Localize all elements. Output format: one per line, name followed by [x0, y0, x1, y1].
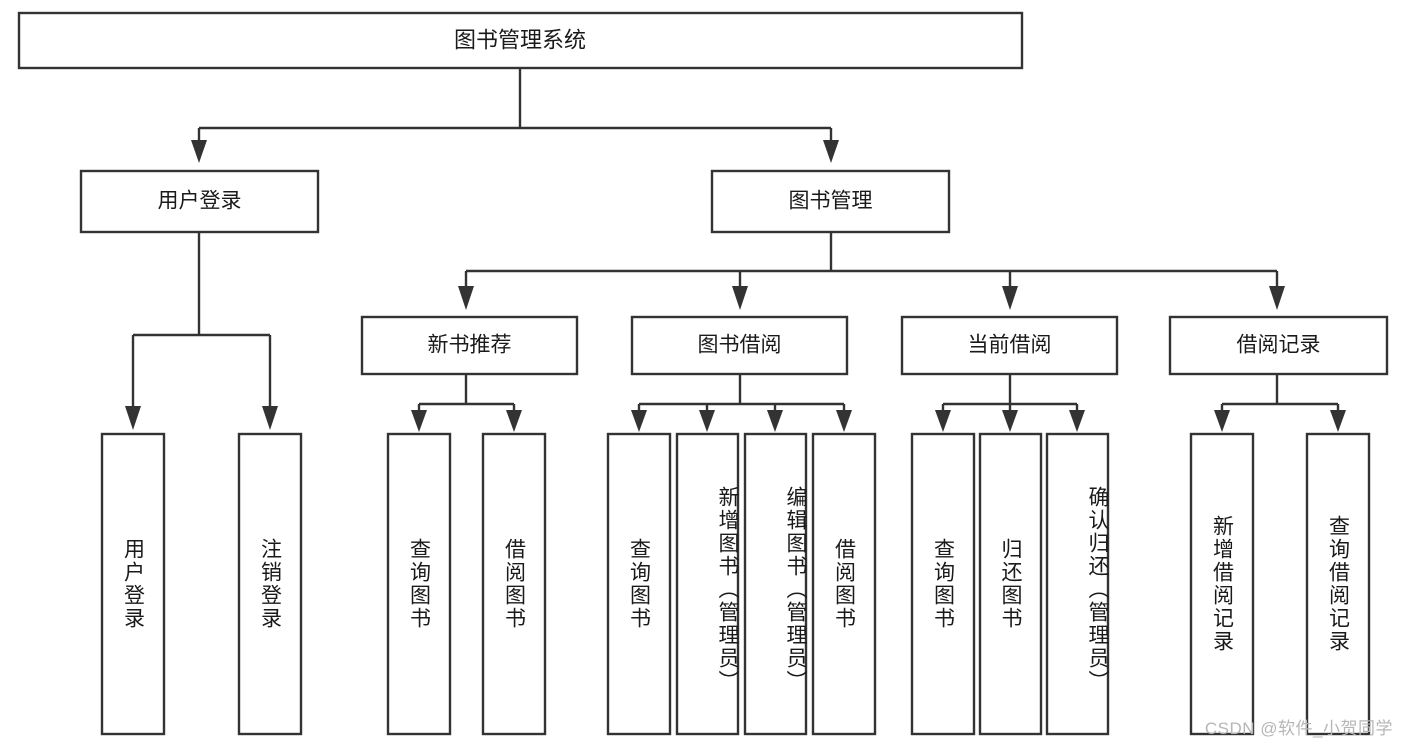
leaf-box-query-book-1[interactable] — [386, 432, 452, 736]
watermark-text: CSDN @软件_小贺同学 — [1204, 719, 1393, 738]
connector-group-root — [191, 68, 839, 163]
node-book-management[interactable]: 图书管理 — [710, 169, 951, 234]
leaf-boxes-book-borrow — [606, 432, 877, 736]
node-book-borrow[interactable]: 图书借阅 — [630, 315, 849, 376]
leaf-boxes-current-borrow — [910, 432, 1110, 736]
node-current-borrow[interactable]: 当前借阅 — [900, 315, 1119, 376]
arrowhead-user-login — [191, 140, 207, 163]
node-new-book-recommend-box[interactable] — [360, 315, 579, 376]
leaf-box-return-book[interactable] — [978, 432, 1043, 736]
node-borrow-record-label: 借阅记录 — [1237, 334, 1321, 357]
arrowhead-leaf-query-record — [1330, 410, 1346, 432]
arrowhead-leaf-borrow-book-1 — [506, 410, 522, 432]
connector-group-new-book-recommend — [411, 374, 522, 432]
node-book-management-label: 图书管理 — [789, 190, 873, 213]
arrowhead-leaf-confirm-return — [1069, 410, 1085, 432]
arrowhead-leaf-add-book — [699, 410, 715, 432]
leaf-box-add-record[interactable] — [1189, 432, 1255, 736]
leaf-box-query-book-3[interactable] — [910, 432, 976, 736]
leaf-box-user-login[interactable] — [100, 432, 166, 736]
node-root-label: 图书管理系统 — [454, 27, 586, 52]
node-new-book-recommend-label: 新书推荐 — [428, 334, 512, 357]
arrowhead-borrow-record — [1269, 286, 1285, 310]
leaf-box-borrow-book-1[interactable] — [481, 432, 547, 736]
node-borrow-record-box[interactable] — [1168, 315, 1389, 376]
node-user-login-box[interactable] — [79, 169, 320, 234]
connector-group-current-borrow — [935, 374, 1085, 432]
node-new-book-recommend[interactable]: 新书推荐 — [360, 315, 579, 376]
arrowhead-leaf-query-book-1 — [411, 410, 427, 432]
arrowhead-leaf-query-book-2 — [631, 410, 647, 432]
arrowhead-leaf-query-book-3 — [935, 410, 951, 432]
arrowhead-current-borrow — [1002, 286, 1018, 310]
connector-group-book-borrow — [631, 374, 852, 432]
connector-group-book-management — [458, 232, 1285, 310]
leaf-box-query-book-2[interactable] — [606, 432, 672, 736]
node-borrow-record[interactable]: 借阅记录 — [1168, 315, 1389, 376]
leaf-box-query-record[interactable] — [1305, 432, 1371, 736]
arrowhead-leaf-add-record — [1214, 410, 1230, 432]
arrowhead-book-borrow — [732, 286, 748, 310]
leaf-box-edit-book[interactable] — [743, 432, 808, 736]
arrowhead-leaf-user-logout — [262, 406, 278, 430]
arrowhead-new-book-recommend — [458, 286, 474, 310]
node-book-management-box[interactable] — [710, 169, 951, 234]
node-current-borrow-label: 当前借阅 — [968, 334, 1052, 357]
arrowhead-book-management — [823, 140, 839, 163]
arrowhead-leaf-return-book — [1002, 410, 1018, 432]
connector-group-borrow-record — [1214, 374, 1346, 432]
leaf-boxes-new-book-recommend — [386, 432, 547, 736]
arrowhead-leaf-user-login — [125, 406, 141, 430]
node-book-borrow-label: 图书借阅 — [698, 334, 782, 357]
arrowhead-leaf-edit-book — [767, 410, 783, 432]
node-current-borrow-box[interactable] — [900, 315, 1119, 376]
node-user-login-label: 用户登录 — [158, 190, 242, 213]
node-user-login[interactable]: 用户登录 — [79, 169, 320, 234]
leaf-boxes-borrow-record — [1189, 432, 1371, 736]
node-root-box[interactable] — [17, 11, 1024, 70]
connector-group-user-login — [125, 232, 278, 430]
arrowhead-leaf-borrow-book-2 — [836, 410, 852, 432]
leaf-box-user-logout[interactable] — [237, 432, 303, 736]
leaf-box-borrow-book-2[interactable] — [811, 432, 877, 736]
leaf-box-add-book[interactable] — [675, 432, 740, 736]
node-book-borrow-box[interactable] — [630, 315, 849, 376]
leaf-box-confirm-return[interactable] — [1045, 432, 1110, 736]
node-root[interactable]: 图书管理系统 — [17, 11, 1024, 70]
leaf-boxes-user-login — [100, 432, 303, 736]
